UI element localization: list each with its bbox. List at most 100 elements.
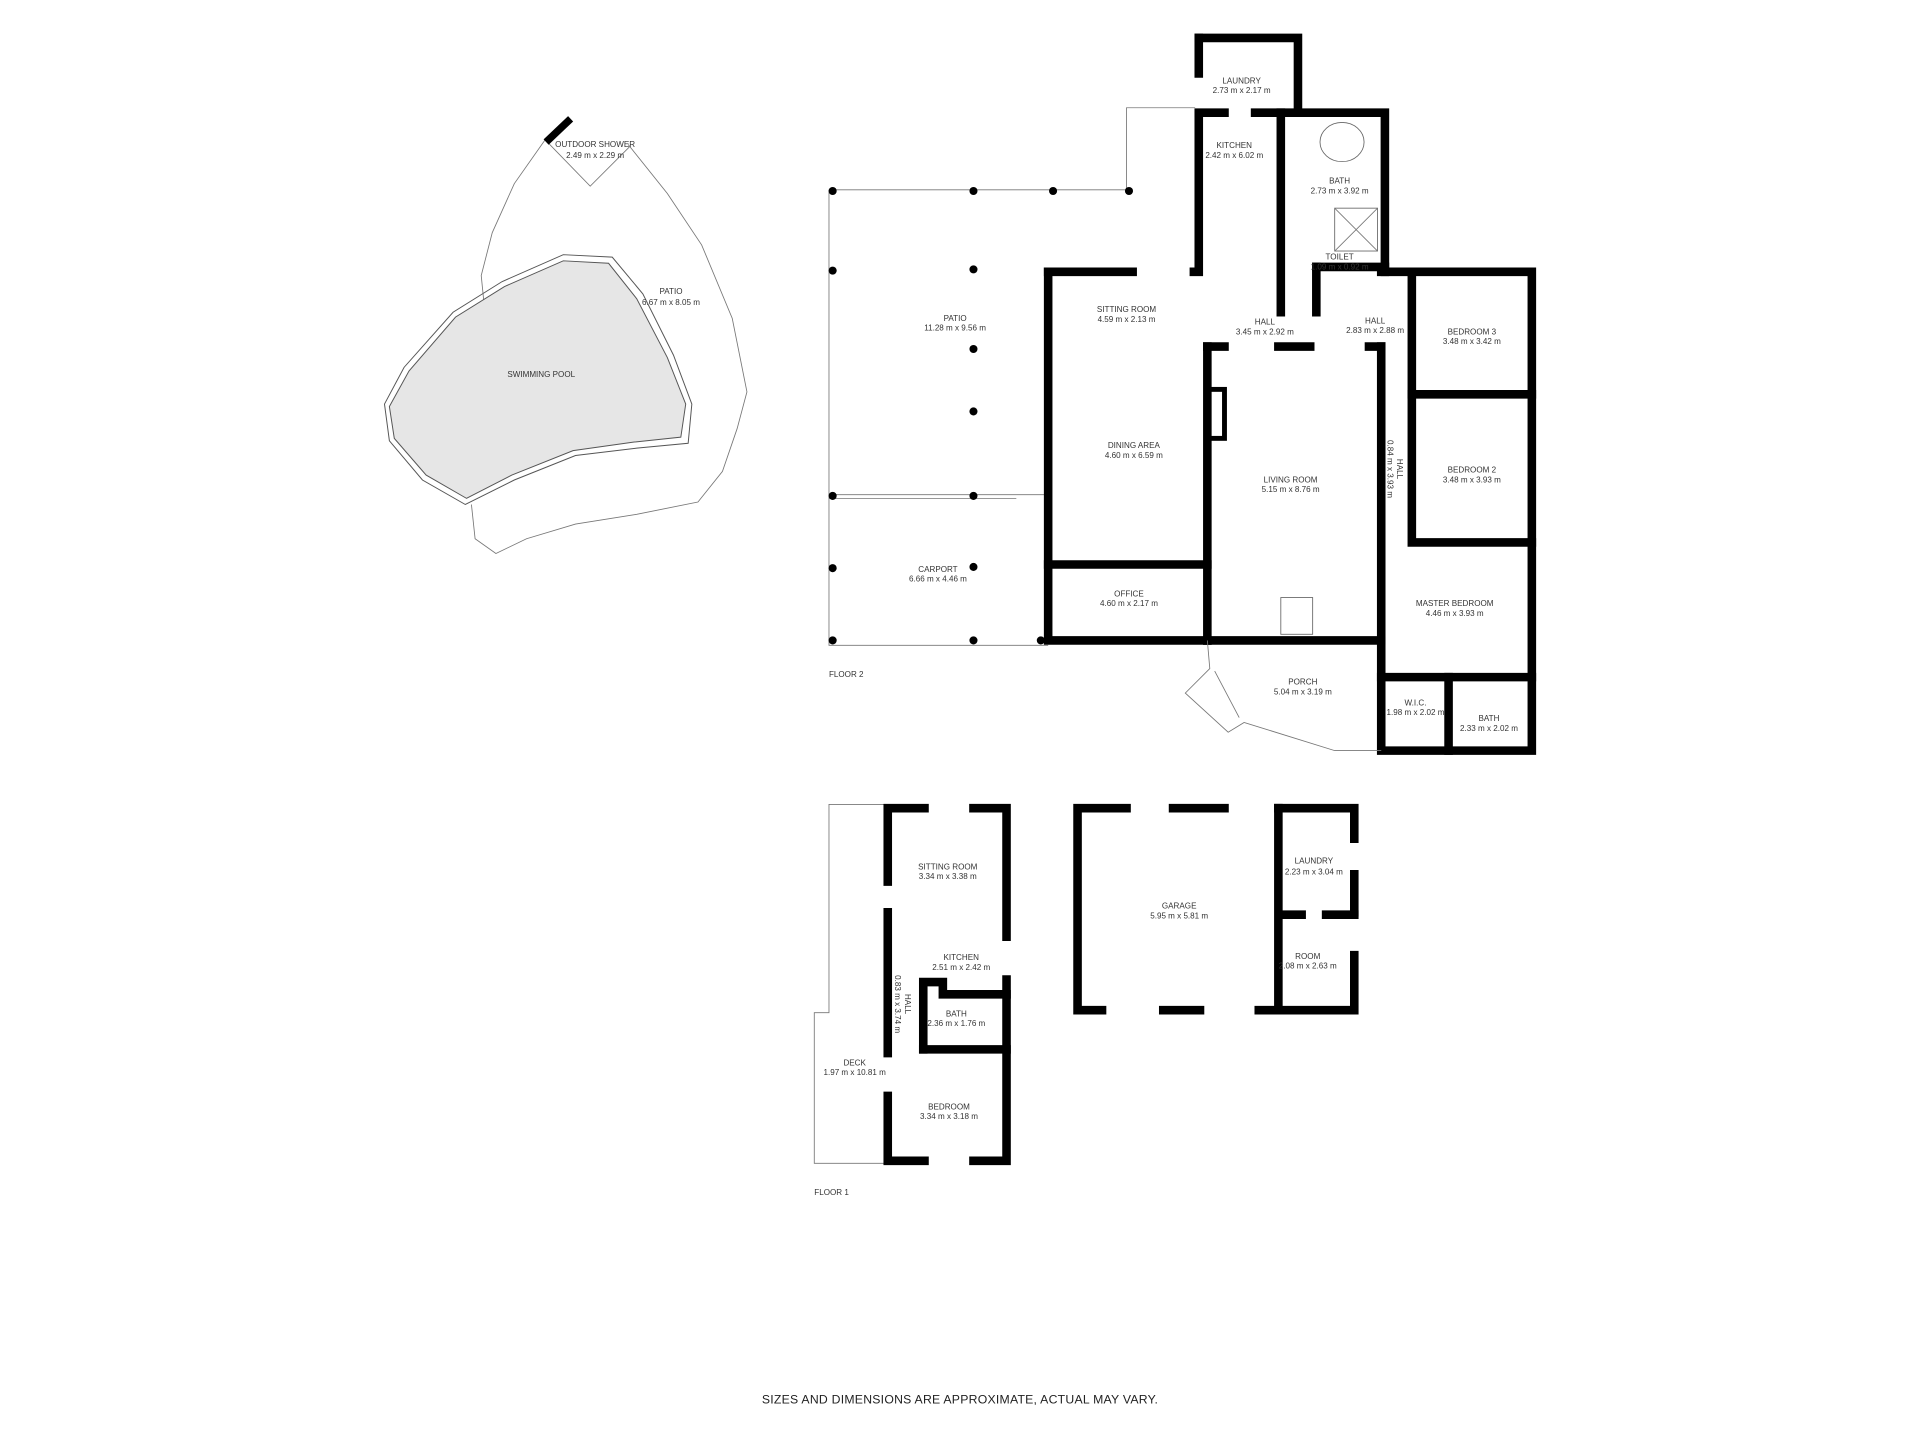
column [828,266,837,275]
room-name: BATH [1479,714,1500,723]
room-name: HALL [1395,459,1404,480]
room-dimensions: 4.60 m x 6.59 m [1105,451,1163,460]
room-name: CARPORT [918,565,957,574]
room-dimensions: 3.48 m x 3.93 m [1443,475,1501,484]
room-name: PORCH [1288,677,1317,686]
bathtub [1319,122,1365,163]
column [828,636,837,645]
room-name: KITCHEN [1217,141,1253,150]
room-name: LAUNDRY [1295,856,1334,865]
room-name: BEDROOM [928,1102,970,1111]
room-name: W.I.C. [1405,698,1427,707]
patio-carport-divider [828,494,1049,499]
column [828,564,837,573]
room-name: GARAGE [1162,902,1197,911]
column [969,562,978,571]
floor-label: FLOOR 1 [814,1188,849,1197]
room-name: HALL [1365,316,1386,325]
room-dimensions: 0.84 m x 3.93 m [1385,440,1394,498]
column [969,186,978,196]
room-dimensions: 3.34 m x 3.18 m [920,1112,978,1121]
room-dimensions: 4.46 m x 3.93 m [1426,609,1484,618]
room-dimensions: 5.15 m x 8.76 m [1262,485,1320,494]
room-dimensions: 1.98 m x 2.02 m [1387,708,1445,717]
patio-outline [828,107,1196,646]
room-dimensions: 2.36 m x 1.76 m [927,1019,985,1028]
room-dimensions: 3.45 m x 2.92 m [1236,327,1294,336]
room-name: PATIO [944,314,967,323]
room-dimensions: 5.95 m x 5.81 m [1150,911,1208,920]
column [969,636,978,645]
room-dimensions: 1.97 m x 10.81 m [823,1068,886,1077]
room-dimensions: 2.42 m x 6.02 m [1205,151,1263,160]
room-dimensions: 2.73 m x 2.17 m [1213,86,1271,95]
room-name: OFFICE [1114,589,1144,598]
column [969,344,978,354]
column [969,265,978,274]
patio-columns [828,186,1134,645]
room-name: ROOM [1295,952,1320,961]
floor-2-plan: PATIO 11.28 m x 9.56 m SITTING ROOM 4.59… [828,33,1537,755]
room-dimensions: 2.83 m x 2.88 m [1346,326,1404,335]
room-name: HALL [903,994,912,1015]
floor-1-plan: SITTING ROOM 3.34 m x 3.38 m KITCHEN 2.5… [813,803,1359,1197]
room-name: SITTING ROOM [1097,305,1157,314]
column [969,491,978,500]
room-name: LAUNDRY [1222,76,1261,85]
room-name: BATH [946,1009,967,1018]
floor-2-walls [1043,33,1537,755]
column [1124,186,1134,196]
room-dimensions: 2.49 m x 2.29 m [566,151,624,160]
room-name: KITCHEN [943,953,979,962]
room-name: BATH [1329,177,1350,186]
shower-cross [1334,207,1378,252]
floor-2-labels: PATIO 11.28 m x 9.56 m SITTING ROOM 4.59… [829,76,1518,733]
room-dimensions: 4.59 m x 2.13 m [1098,315,1156,324]
room-name: MASTER BEDROOM [1416,599,1494,608]
room-name: OUTDOOR SHOWER [555,140,635,149]
outdoor-shower-wall [543,116,574,145]
room-dimensions: 2.23 m x 3.04 m [1285,867,1343,876]
room-dimensions: 6.66 m x 4.46 m [909,575,967,584]
outdoor-area: OUTDOOR SHOWER 2.49 m x 2.29 m PATIO 6.6… [383,116,748,554]
room-name: PATIO [659,287,682,296]
room-name: SITTING ROOM [918,862,978,871]
room-dimensions: 3.48 m x 3.42 m [1443,337,1501,346]
room-dimensions: 2.51 m x 2.42 m [932,963,990,972]
living-room-fireplace [1280,597,1314,635]
room-name: LIVING ROOM [1264,475,1318,484]
room-name: DECK [843,1058,866,1067]
room-name: TOILET [1326,253,1354,262]
deck-outline [813,804,888,1164]
porch-outline [1184,640,1382,752]
room-dimensions: 11.28 m x 9.56 m [924,324,986,333]
room-dimensions: 2.73 m x 3.92 m [1311,186,1369,195]
room-dimensions: 1.09 m x 0.92 m [1311,262,1369,271]
column [1036,636,1045,645]
outdoor-shower-outline [548,142,630,187]
shower [1334,207,1378,252]
room-dimensions: 4.60 m x 2.17 m [1100,599,1158,608]
room-dimensions: 5.04 m x 3.19 m [1274,687,1332,696]
column [828,491,837,500]
room-name: DINING AREA [1108,441,1161,450]
floor-1-walls [883,803,1359,1166]
room-name: BEDROOM 3 [1448,327,1497,336]
room-dimensions: 3.34 m x 3.38 m [919,872,977,881]
room-dimensions: 2.33 m x 2.02 m [1460,724,1518,733]
column [969,407,978,416]
column [1049,186,1058,196]
room-name: SWIMMING POOL [507,370,575,379]
pool-patio-outline [471,138,748,554]
swimming-pool-edge [383,254,693,506]
column [828,186,837,196]
floor-1-labels: SITTING ROOM 3.34 m x 3.38 m KITCHEN 2.5… [814,856,1343,1197]
swimming-pool [388,260,687,499]
room-dimensions: 6.67 m x 8.05 m [642,298,700,307]
room-name: BEDROOM 2 [1448,466,1497,475]
disclaimer: SIZES AND DIMENSIONS ARE APPROXIMATE, AC… [762,1392,1158,1406]
room-dimensions: 2.08 m x 2.63 m [1279,962,1337,971]
floor-label: FLOOR 2 [829,670,864,679]
room-dimensions: 0.83 m x 3.74 m [893,975,902,1033]
